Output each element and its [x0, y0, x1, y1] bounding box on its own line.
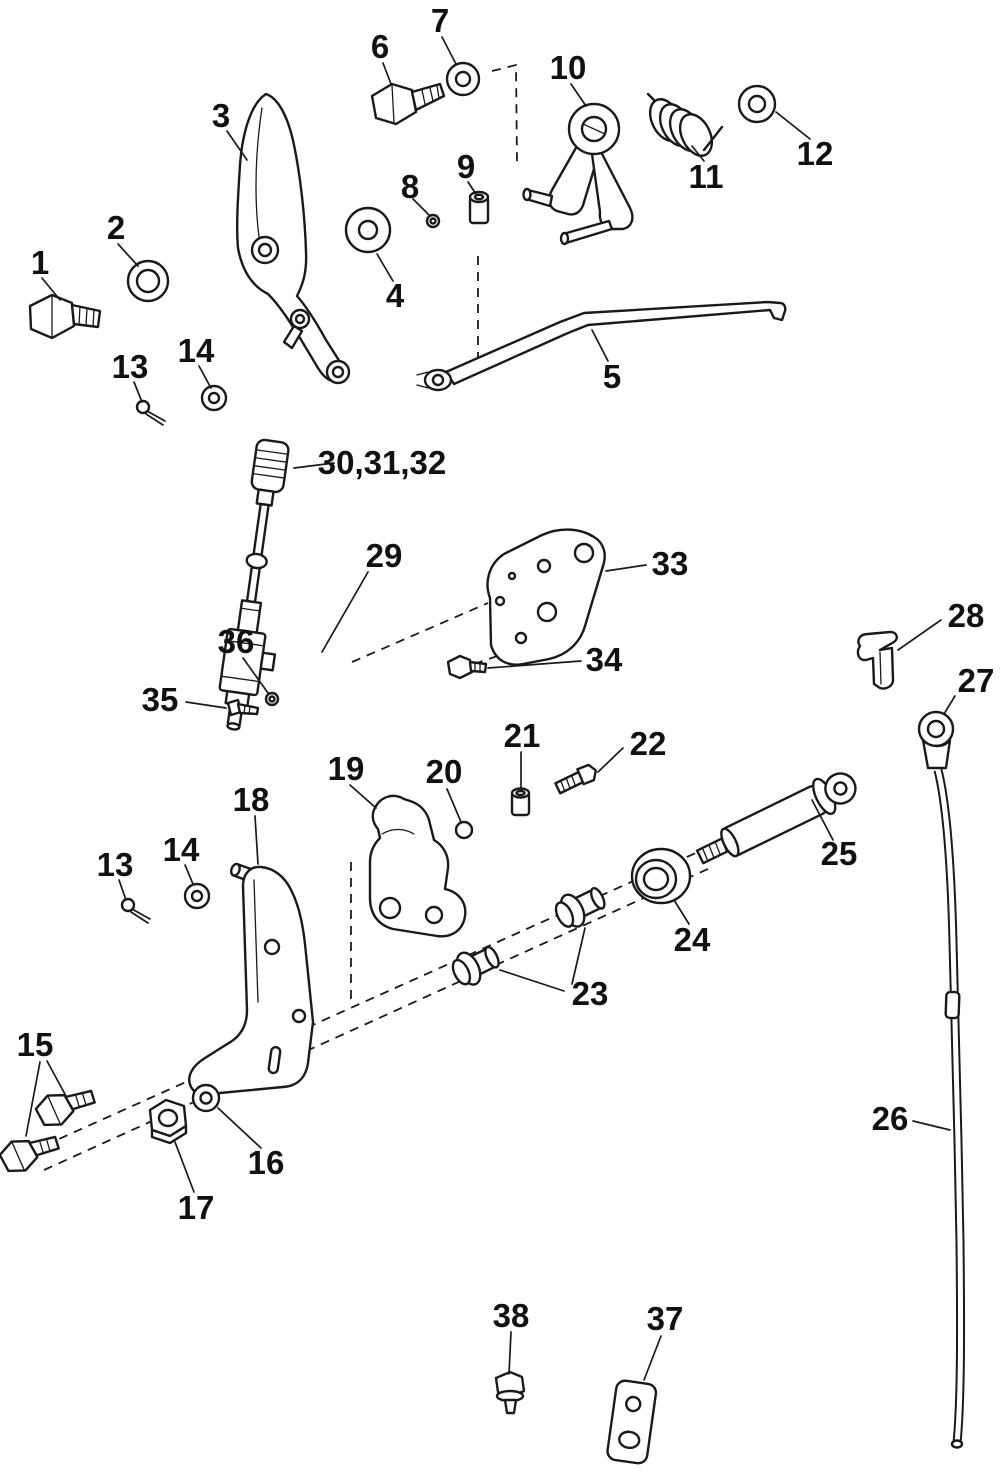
part-36-ring	[264, 691, 280, 707]
part-10-lever-assembly	[522, 102, 634, 246]
callout-15: 15	[16, 1026, 54, 1063]
part-17-nut	[148, 1098, 188, 1145]
part-3-bracket	[235, 92, 351, 385]
part-37-plate	[606, 1379, 658, 1465]
callout-14-b: 14	[162, 831, 200, 868]
part-34-bolt	[446, 654, 488, 680]
callout-27: 27	[957, 662, 995, 699]
part-25-shaft	[695, 772, 857, 865]
callout-6: 6	[370, 28, 390, 65]
callout-37: 37	[646, 1300, 684, 1337]
part-6-bolt	[370, 82, 446, 126]
callout-29: 29	[365, 537, 403, 574]
callout-20: 20	[425, 753, 463, 790]
part-28-clip	[856, 630, 898, 690]
callout-13-b: 13	[96, 846, 134, 883]
callout-1: 1	[30, 244, 50, 281]
part-14-washer-b	[183, 882, 211, 910]
part-16-washer	[191, 1083, 221, 1113]
part-9-spacer	[468, 190, 490, 225]
callout-24: 24	[673, 921, 711, 958]
part-11-spring	[646, 92, 724, 157]
callout-11: 11	[688, 158, 724, 195]
callout-38: 38	[492, 1297, 530, 1334]
callout-35: 35	[141, 681, 179, 718]
callout-14: 14	[177, 332, 215, 369]
callout-2: 2	[106, 209, 126, 246]
callout-19: 19	[327, 750, 365, 787]
callout-7: 7	[430, 2, 450, 39]
callout-23: 23	[571, 975, 609, 1012]
part-5-link-rod	[416, 300, 787, 392]
callout-18: 18	[232, 781, 270, 818]
callout-13: 13	[111, 348, 149, 385]
callout-4: 4	[385, 277, 405, 314]
leader-lines	[25, 36, 956, 1381]
callout-9: 9	[456, 148, 476, 185]
part-12-washer	[737, 84, 777, 124]
callout-26: 26	[871, 1100, 909, 1137]
part-15-bolts	[0, 1089, 96, 1173]
part-35-screw	[226, 698, 260, 717]
part-13-cotter-pin	[135, 399, 166, 426]
part-7-washer	[445, 61, 481, 97]
part-33-bracket-plate	[486, 528, 606, 666]
part-27-cable-end	[917, 710, 955, 770]
callout-36: 36	[217, 623, 255, 660]
part-2-washer	[126, 259, 170, 303]
callout-10: 10	[549, 49, 587, 86]
callout-5: 5	[602, 358, 622, 395]
part-26-link-rod	[933, 768, 966, 1449]
callout-30-31-32: 30,31,32	[317, 444, 447, 481]
callout-25: 25	[820, 835, 858, 872]
part-19-bracket	[368, 794, 467, 938]
callout-8: 8	[400, 168, 420, 205]
part-22-screw	[554, 763, 597, 795]
part-23-grommets	[451, 887, 606, 986]
part-14-washer	[200, 384, 228, 412]
callout-16: 16	[247, 1144, 285, 1181]
callout-17: 17	[177, 1189, 215, 1226]
part-1-bolt	[28, 293, 102, 340]
part-20-ball	[454, 820, 474, 840]
part-38-bolt	[494, 1370, 526, 1415]
part-4-washer	[344, 206, 392, 254]
callout-3: 3	[211, 97, 231, 134]
callout-28: 28	[947, 597, 985, 634]
part-30-31-32-plunger-assembly	[236, 438, 290, 634]
callout-21: 21	[503, 717, 541, 754]
callout-22: 22	[629, 725, 667, 762]
part-8-ring	[425, 213, 441, 229]
callout-34: 34	[585, 641, 623, 678]
part-13-cotter-pin-b	[120, 897, 151, 924]
callout-33: 33	[651, 545, 689, 582]
part-24-grommet	[630, 847, 692, 905]
part-21-bushing	[510, 787, 531, 817]
callout-12: 12	[796, 135, 834, 172]
